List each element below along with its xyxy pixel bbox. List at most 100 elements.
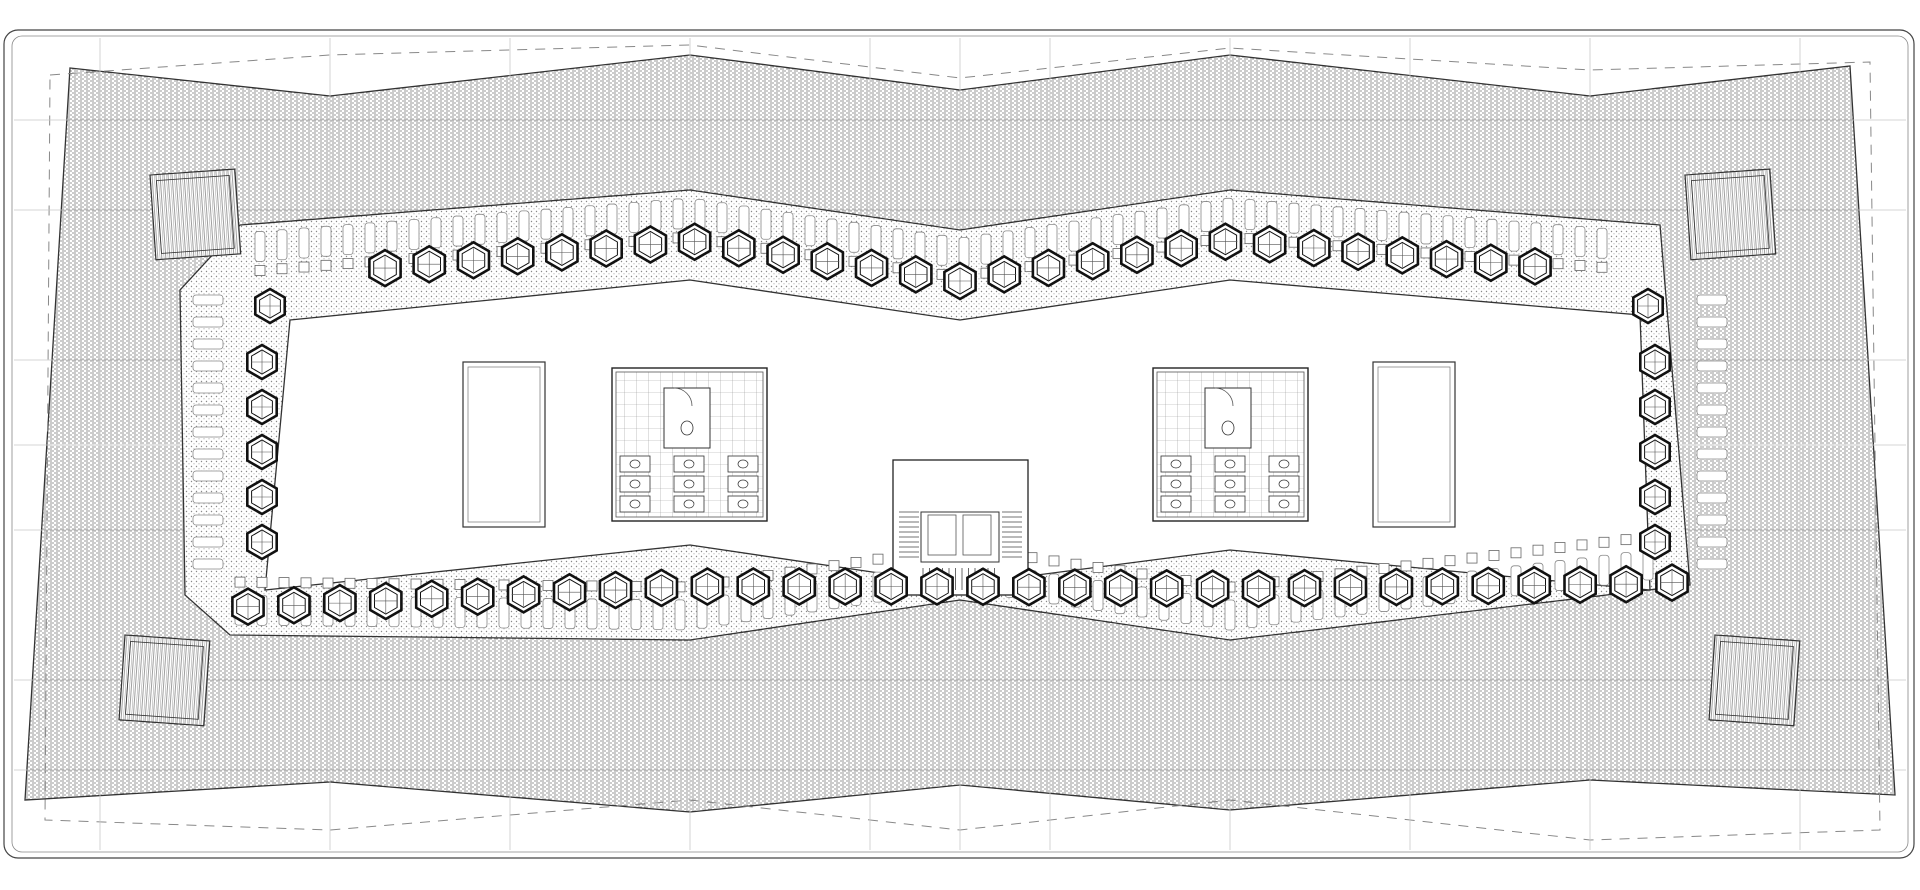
lounge-chair [1332, 206, 1344, 238]
lounge-chair [1696, 426, 1728, 438]
toilet-icon [1160, 475, 1192, 493]
lounge-chair [1092, 580, 1104, 611]
column-hexagon-icon [854, 248, 889, 288]
side-table [1048, 555, 1060, 567]
column-hexagon-icon [1517, 565, 1552, 605]
column-hexagon-icon [690, 566, 725, 607]
lounge-chair [386, 220, 398, 252]
column-hexagon-icon [1639, 388, 1671, 426]
lounge-chair [1508, 220, 1520, 252]
toilet-icon [680, 420, 694, 436]
side-table [342, 258, 354, 270]
column-hexagon-icon [1609, 564, 1643, 604]
column-hexagon-icon [898, 254, 933, 294]
column-hexagon-icon [1632, 287, 1664, 325]
lounge-chair [1200, 201, 1212, 232]
lounge-chair [804, 215, 816, 247]
lounge-chair [276, 229, 288, 261]
lounge-chair [1696, 360, 1728, 372]
column-hexagon-icon [246, 478, 279, 516]
lounge-chair [584, 205, 596, 237]
lounge-chair [192, 558, 224, 570]
lounge-chair [192, 426, 224, 438]
column-hexagon-icon [246, 388, 279, 426]
lounge-chair [192, 360, 224, 372]
column-hexagon-icon [1333, 567, 1368, 608]
lounge-chair [1464, 217, 1476, 248]
toilet-icon [1214, 495, 1246, 513]
lounge-chair [1180, 593, 1192, 624]
column-hexagon-icon [1149, 568, 1184, 608]
column-hexagon-icon [1518, 246, 1552, 286]
lounge-chair [192, 294, 224, 306]
lounge-chair [254, 231, 266, 262]
lounge-chair [718, 594, 730, 626]
lounge-chair [452, 215, 464, 247]
side-table [1620, 534, 1632, 546]
lounge-chair [1420, 213, 1432, 245]
column-hexagon-icon [368, 581, 403, 621]
side-table [806, 563, 818, 575]
lounge-chair [192, 382, 224, 394]
vent-grille-icon [118, 634, 211, 727]
side-table [1508, 254, 1520, 266]
lounge-chair [1696, 404, 1728, 416]
corner-vents [118, 168, 1801, 727]
lounge-chair [408, 219, 420, 250]
side-table [828, 560, 840, 572]
toilet-icon [727, 455, 759, 473]
lounge-chair [298, 227, 310, 259]
column-hexagon-icon [1208, 222, 1243, 262]
side-table [1400, 560, 1412, 572]
column-hexagon-icon [1164, 228, 1198, 268]
side-table [1532, 544, 1544, 556]
lounge-chair [1048, 573, 1060, 605]
side-table [1444, 555, 1456, 567]
column-hexagon-icon [633, 224, 668, 265]
side-table [872, 553, 884, 565]
side-table [1420, 247, 1432, 259]
drawing-frame [3, 29, 1915, 859]
column-hexagon-icon [1425, 566, 1460, 606]
lounge-chair [672, 198, 684, 230]
side-table [276, 263, 288, 275]
lounge-chair [496, 212, 508, 244]
lounge-chair [1696, 536, 1728, 548]
column-hexagon-icon [589, 228, 624, 269]
column-hexagon-icon [721, 228, 756, 268]
side-table [344, 577, 356, 589]
lounge-chair [1574, 226, 1586, 257]
lounge-chair [1696, 558, 1728, 570]
column-hexagon-icon [1011, 567, 1046, 607]
lounge-chair [518, 210, 530, 242]
toilet-icon [1268, 495, 1300, 513]
toilet-icon [673, 455, 705, 473]
lounge-chair [1696, 492, 1728, 504]
toilet-icon [619, 455, 651, 473]
lounge-chair [1068, 220, 1080, 252]
side-table [278, 577, 290, 588]
column-hexagon-icon [456, 240, 491, 280]
side-table [850, 557, 862, 568]
column-hexagon-icon [943, 261, 977, 301]
side-table [1092, 562, 1104, 573]
side-table [1488, 550, 1500, 561]
side-table [256, 576, 268, 588]
lounge-chair [1136, 586, 1148, 618]
lounge-chair [342, 224, 354, 256]
column-hexagon-icon [766, 235, 801, 275]
column-hexagon-icon [1195, 569, 1230, 609]
lounge-chair [674, 599, 686, 631]
toilet-icon [1221, 420, 1235, 436]
lounge-chair [1288, 202, 1300, 234]
lounge-chair [542, 598, 554, 629]
column-hexagon-icon [1471, 566, 1506, 606]
toilet-icon [673, 475, 705, 493]
column-hexagon-icon [736, 566, 771, 607]
lounge-chair [1696, 448, 1728, 460]
lounge-chair [192, 470, 224, 482]
lounge-chair [1696, 470, 1728, 482]
lounge-chair [562, 207, 574, 238]
lounge-chair [606, 203, 618, 235]
